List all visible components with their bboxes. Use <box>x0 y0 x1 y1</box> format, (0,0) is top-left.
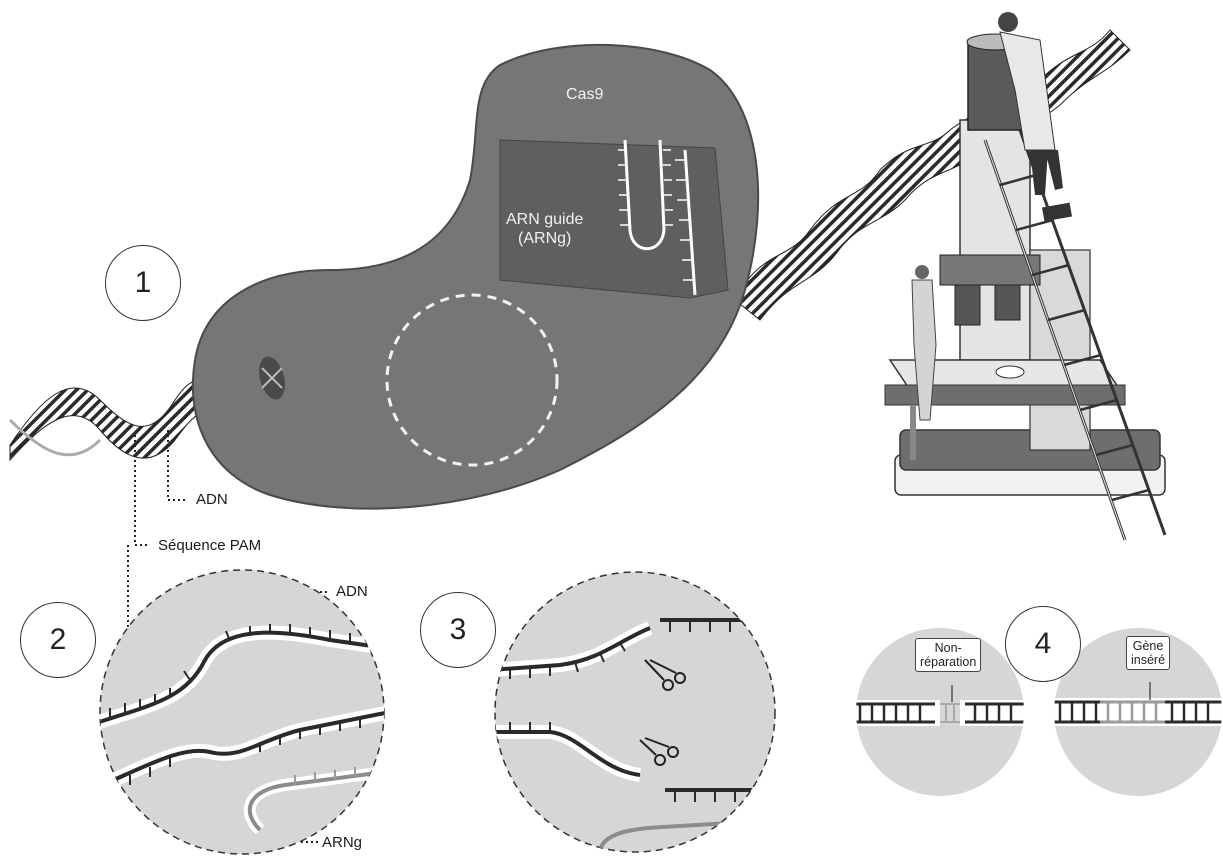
non-repair-tag: Non- réparation <box>915 638 981 672</box>
guide-rna-label-line1: ARN guide <box>506 210 583 229</box>
lens-2 <box>90 570 400 854</box>
dna-label-lens: ADN <box>336 583 368 600</box>
dna-label: ADN <box>196 491 228 508</box>
step-1-badge: 1 <box>105 245 181 321</box>
dna-helix-left <box>10 381 215 460</box>
gene-inserted-tag: Gène inséré <box>1126 636 1170 670</box>
gene-inserted-line2: inséré <box>1131 653 1165 667</box>
step-3-badge: 3 <box>420 592 496 668</box>
microscope-scene <box>885 12 1165 540</box>
non-repair-line1: Non- <box>920 641 976 655</box>
non-repair-line2: réparation <box>920 655 976 669</box>
step-2-badge: 2 <box>20 602 96 678</box>
step-4-badge: 4 <box>1005 606 1081 682</box>
cas9-label: Cas9 <box>566 86 603 104</box>
gene-inserted-line1: Gène <box>1131 639 1165 653</box>
pam-sequence-label: Séquence PAM <box>158 537 261 554</box>
guide-rna-label-line2: (ARNg) <box>506 229 583 248</box>
lens-3 <box>490 572 780 852</box>
guide-rna-label: ARN guide (ARNg) <box>506 210 583 248</box>
arng-label: ARNg <box>322 834 362 851</box>
